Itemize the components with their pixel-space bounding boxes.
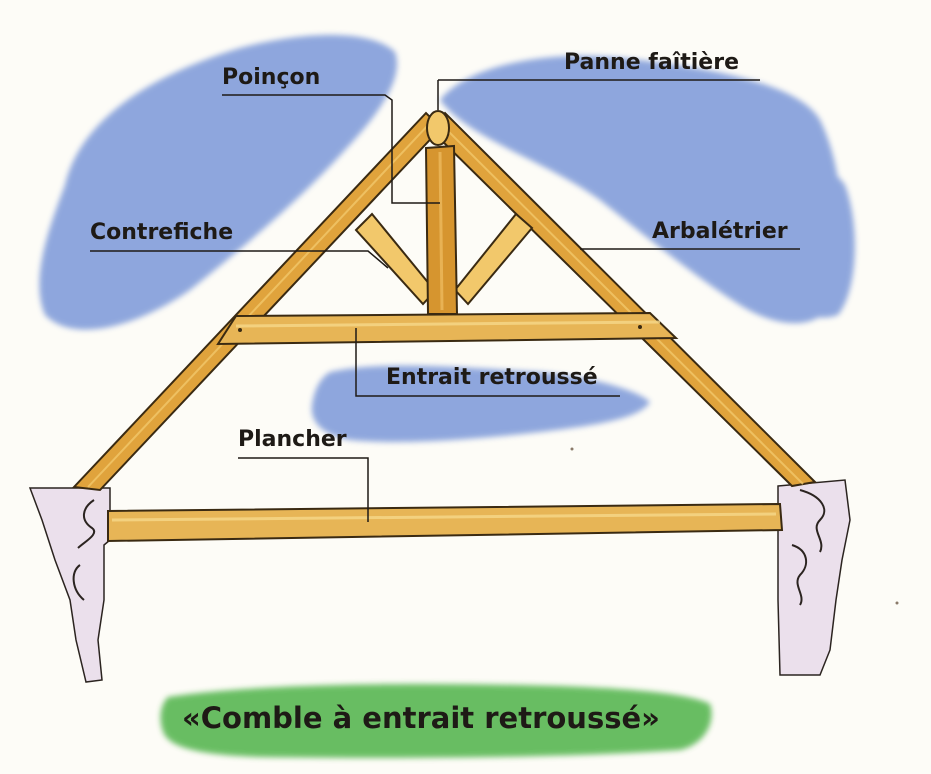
sky-wash: [39, 35, 855, 443]
wall-left: [28, 487, 111, 683]
diagram-caption: «Comble à entrait retroussé»: [182, 701, 660, 735]
label-arbaletrier: Arbalétrier: [652, 219, 788, 244]
panne-faitiere-end: [426, 110, 450, 146]
caption-band: [160, 683, 712, 758]
leader-plancher: [238, 457, 369, 522]
wall-right: [777, 479, 851, 676]
entrait-retrousse-beam: [216, 311, 679, 346]
leader-lines: [90, 79, 800, 522]
paper-speck: [895, 601, 899, 605]
paper-speck: [570, 447, 574, 451]
contrefiche-right: [453, 212, 534, 306]
label-poincon: Poinçon: [222, 65, 321, 90]
contrefiche-left: [354, 212, 437, 306]
label-entrait-retrousse: Entrait retroussé: [386, 365, 598, 390]
leader-entrait-retrousse: [355, 328, 620, 397]
leader-contrefiche: [90, 250, 389, 269]
plancher-beam: [107, 502, 784, 543]
leader-poincon: [222, 94, 440, 204]
label-panne-faitiere: Panne faîtière: [564, 50, 739, 75]
label-contrefiche: Contrefiche: [90, 220, 234, 245]
label-plancher: Plancher: [238, 427, 347, 452]
